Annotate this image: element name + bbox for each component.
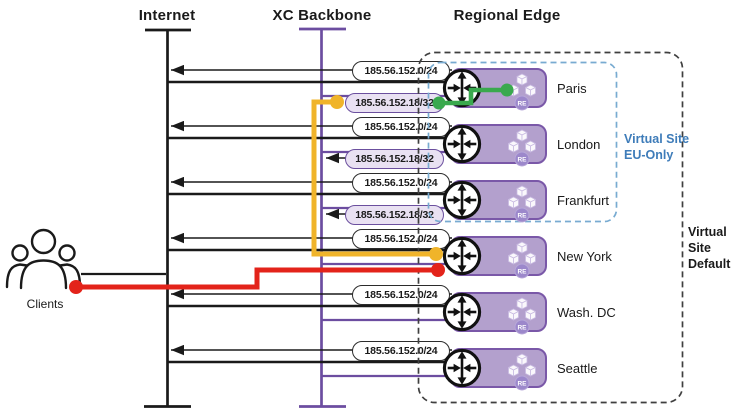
node-label-frankfurt: Frankfurt [557,193,610,208]
host-route-arrows [326,152,346,220]
subnet-route-pill: 185.56.152.0/24 [352,341,450,361]
backbone-timeline [299,27,346,408]
virtual-site-eu-line2: EU-Only [624,148,674,162]
virtual-site-default-line1: Virtual Site [688,225,727,255]
yellow-host-route-path [311,95,443,261]
internet-timeline [144,28,191,408]
yellow-endpoint-dot [330,95,344,109]
red-client-traffic-path [69,263,445,294]
virtual-site-eu-label: Virtual Site EU-Only [624,131,689,163]
red-endpoint-dot [431,263,445,277]
host-route-pill: 185.56.152.18/32 [345,149,444,169]
green-origin-path [432,83,514,110]
connection-lines [167,80,452,364]
regional-edge-header: Regional Edge [453,7,561,24]
subnet-route-pill: 185.56.152.0/24 [352,173,450,193]
virtual-site-default-box [417,51,684,404]
clients-label: Clients [26,297,64,311]
node-label-seattle: Seattle [557,361,598,376]
node-label-new-york: New York [557,249,612,264]
internet-header: Internet [138,7,196,24]
virtual-site-default-line2: Default [688,257,731,271]
subnet-route-pill: 185.56.152.0/24 [352,285,450,305]
red-endpoint-dot [69,280,83,294]
clients-icon [5,228,82,290]
yellow-endpoint-dot [429,247,443,261]
node-label-london: London [557,137,601,152]
node-label-paris: Paris [557,81,587,96]
green-endpoint-dot [500,83,514,97]
subnet-route-pill: 185.56.152.0/24 [352,117,450,137]
virtual-site-eu-line1: Virtual Site [624,132,690,146]
subnet-route-pill: 185.56.152.0/24 [352,61,450,81]
green-endpoint-dot [432,96,446,110]
virtual-site-default-label: Virtual Site Default [688,224,750,272]
backbone-header: XC Backbone [272,7,372,24]
virtual-site-eu-box [427,61,618,223]
subnet-route-pill: 185.56.152.0/24 [352,229,450,249]
node-label-wash-dc: Wash. DC [557,305,616,320]
